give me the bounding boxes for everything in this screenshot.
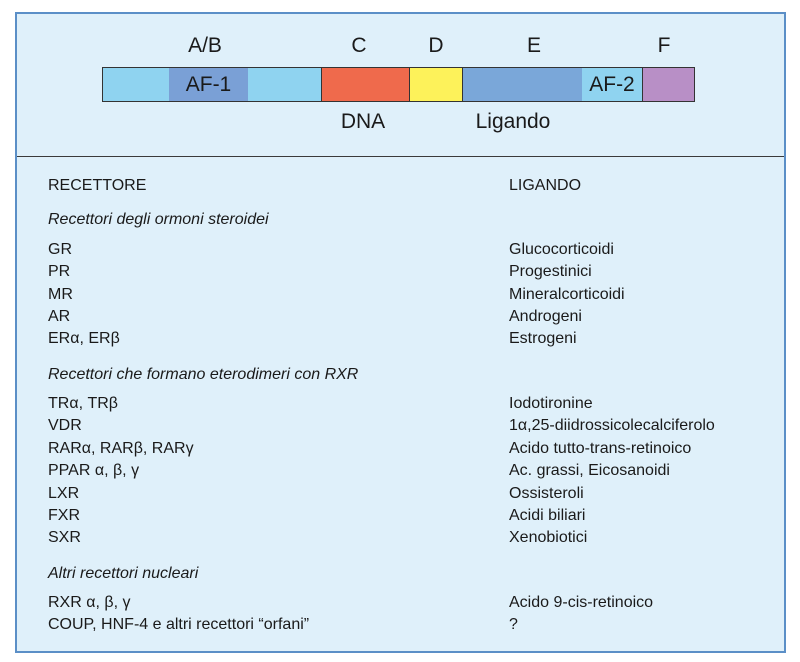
receptor-cell: ERα, ERβ — [48, 330, 120, 347]
table-row: COUP, HNF-4 e altri recettori “orfani”? — [17, 615, 784, 635]
domain-d-segment — [410, 68, 463, 101]
receptor-cell: VDR — [48, 417, 82, 434]
table-row: SXR Xenobiotici — [17, 528, 784, 548]
receptor-cell: PR — [48, 263, 71, 280]
domain-label-d: D — [428, 34, 444, 57]
receptor-cell: AR — [48, 308, 71, 325]
table-row: FXR Acidi biliari — [17, 506, 784, 526]
receptor-domain-bar: AF-1 AF-2 — [102, 67, 695, 102]
table-row: RXR α, β, γ Acido 9-cis-retinoico — [17, 593, 784, 613]
header-receptor: RECETTORE — [48, 177, 147, 194]
ligand-cell: Ossisteroli — [509, 485, 584, 502]
ligand-cell: Glucocorticoidi — [509, 241, 614, 258]
figure-frame: A/B C D E F AF-1 AF-2 DNA Ligando RECETT… — [15, 12, 786, 653]
table-row: AR Androgeni — [17, 307, 784, 327]
receptor-cell: TRα, TRβ — [48, 395, 118, 412]
af2-region: AF-2 — [582, 68, 642, 101]
ligand-binding-label: Ligando — [475, 110, 551, 133]
receptor-cell: FXR — [48, 507, 80, 524]
receptor-cell: PPAR α, β, γ — [48, 462, 140, 479]
domain-c-segment — [322, 68, 410, 101]
receptor-cell: COUP, HNF-4 e altri recettori “orfani” — [48, 616, 310, 633]
ligand-cell: Progestinici — [509, 263, 592, 280]
section-title: Recettori che formano eterodimeri con RX… — [48, 366, 359, 383]
domain-label-e: E — [526, 34, 542, 57]
ligand-cell: Acido tutto-trans-retinoico — [509, 440, 692, 457]
table-row: ERα, ERβ Estrogeni — [17, 329, 784, 349]
ligand-cell: Iodotironine — [509, 395, 593, 412]
table-row: PPAR α, β, γ Ac. grassi, Eicosanoidi — [17, 461, 784, 481]
domain-ab-segment: AF-1 — [103, 68, 322, 101]
receptor-cell: RXR α, β, γ — [48, 594, 131, 611]
ligand-cell: Xenobiotici — [509, 529, 588, 546]
table-row: PR Progestinici — [17, 262, 784, 282]
receptor-cell: MR — [48, 286, 73, 303]
table-header: RECETTORE LIGANDO — [17, 176, 784, 196]
domain-diagram: A/B C D E F AF-1 AF-2 DNA Ligando — [17, 14, 784, 157]
receptor-cell: SXR — [48, 529, 81, 546]
domain-label-c: C — [351, 34, 367, 57]
domain-label-ab: A/B — [188, 34, 222, 57]
table-row: VDR 1α,25-diidrossicolecalciferolo — [17, 416, 784, 436]
header-ligand: LIGANDO — [509, 177, 582, 194]
ligand-cell: Estrogeni — [509, 330, 577, 347]
table-row: GR Glucocorticoidi — [17, 240, 784, 260]
section-title: Altri recettori nucleari — [48, 565, 199, 582]
ligand-cell: Ac. grassi, Eicosanoidi — [509, 462, 670, 479]
ligand-cell: ? — [509, 616, 518, 633]
table-row: MR Mineralcorticoidi — [17, 285, 784, 305]
ligand-cell: 1α,25-diidrossicolecalciferolo — [509, 417, 715, 434]
ligand-cell: Androgeni — [509, 308, 582, 325]
receptor-cell: GR — [48, 241, 72, 258]
table-row: LXR Ossisteroli — [17, 484, 784, 504]
domain-e-segment: AF-2 — [463, 68, 643, 101]
receptor-cell: LXR — [48, 485, 80, 502]
ligand-cell: Acido 9-cis-retinoico — [509, 594, 654, 611]
dna-binding-label: DNA — [340, 110, 386, 133]
table-row: TRα, TRβ Iodotironine — [17, 394, 784, 414]
section-title: Recettori degli ormoni steroidei — [48, 211, 269, 228]
table-row: RARα, RARβ, RARγ Acido tutto-trans-retino… — [17, 439, 784, 459]
domain-f-segment — [643, 68, 694, 101]
ligand-cell: Mineralcorticoidi — [509, 286, 625, 303]
receptor-cell: RARα, RARβ, RARγ — [48, 440, 194, 457]
ligand-cell: Acidi biliari — [509, 507, 586, 524]
af1-region: AF-1 — [169, 68, 248, 101]
domain-label-f: F — [657, 34, 671, 57]
